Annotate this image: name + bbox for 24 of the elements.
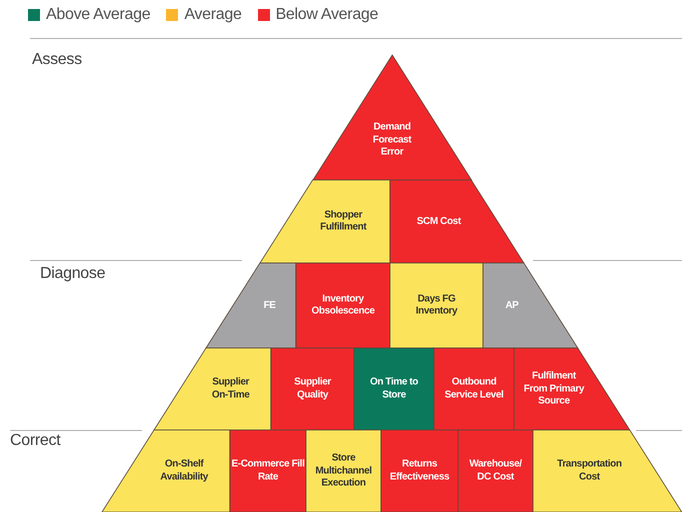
metric-label: On Time to Store xyxy=(369,376,419,402)
metric-label: FE xyxy=(262,299,277,312)
metric-label: On-Shelf Availability xyxy=(159,458,210,484)
metric-label: Returns Effectiveness xyxy=(388,458,450,484)
section-label: Correct xyxy=(10,432,60,450)
section-label: Assess xyxy=(32,51,82,69)
metric-label: E-Commerce Fill Rate xyxy=(231,458,305,484)
metric-label: Supplier Quality xyxy=(293,376,332,402)
metric-label: Shopper Fulfillment xyxy=(319,209,368,234)
legend-label: Below Average xyxy=(276,6,378,24)
metric-label: Transportation Cost xyxy=(556,458,623,484)
metric-label: Store Multichannel Execution xyxy=(314,452,373,490)
metric-label: Warehouse/ DC Cost xyxy=(468,458,523,484)
section-label: Diagnose xyxy=(40,265,106,283)
metric-label: Demand Forecast Error xyxy=(372,121,412,159)
metric-label: Inventory Obsolescence xyxy=(310,293,376,318)
legend-label: Above Average xyxy=(46,6,150,24)
metric-label: Outbound Service Level xyxy=(444,376,504,402)
metric-label: Fulfilment From Primary Source xyxy=(522,370,586,408)
metric-label: AP xyxy=(504,299,520,312)
metric-label: Days FG Inventory xyxy=(414,293,458,318)
metric-label: Supplier On-Time xyxy=(210,376,250,402)
metric-label: SCM Cost xyxy=(416,215,462,228)
legend-label: Average xyxy=(184,6,242,24)
